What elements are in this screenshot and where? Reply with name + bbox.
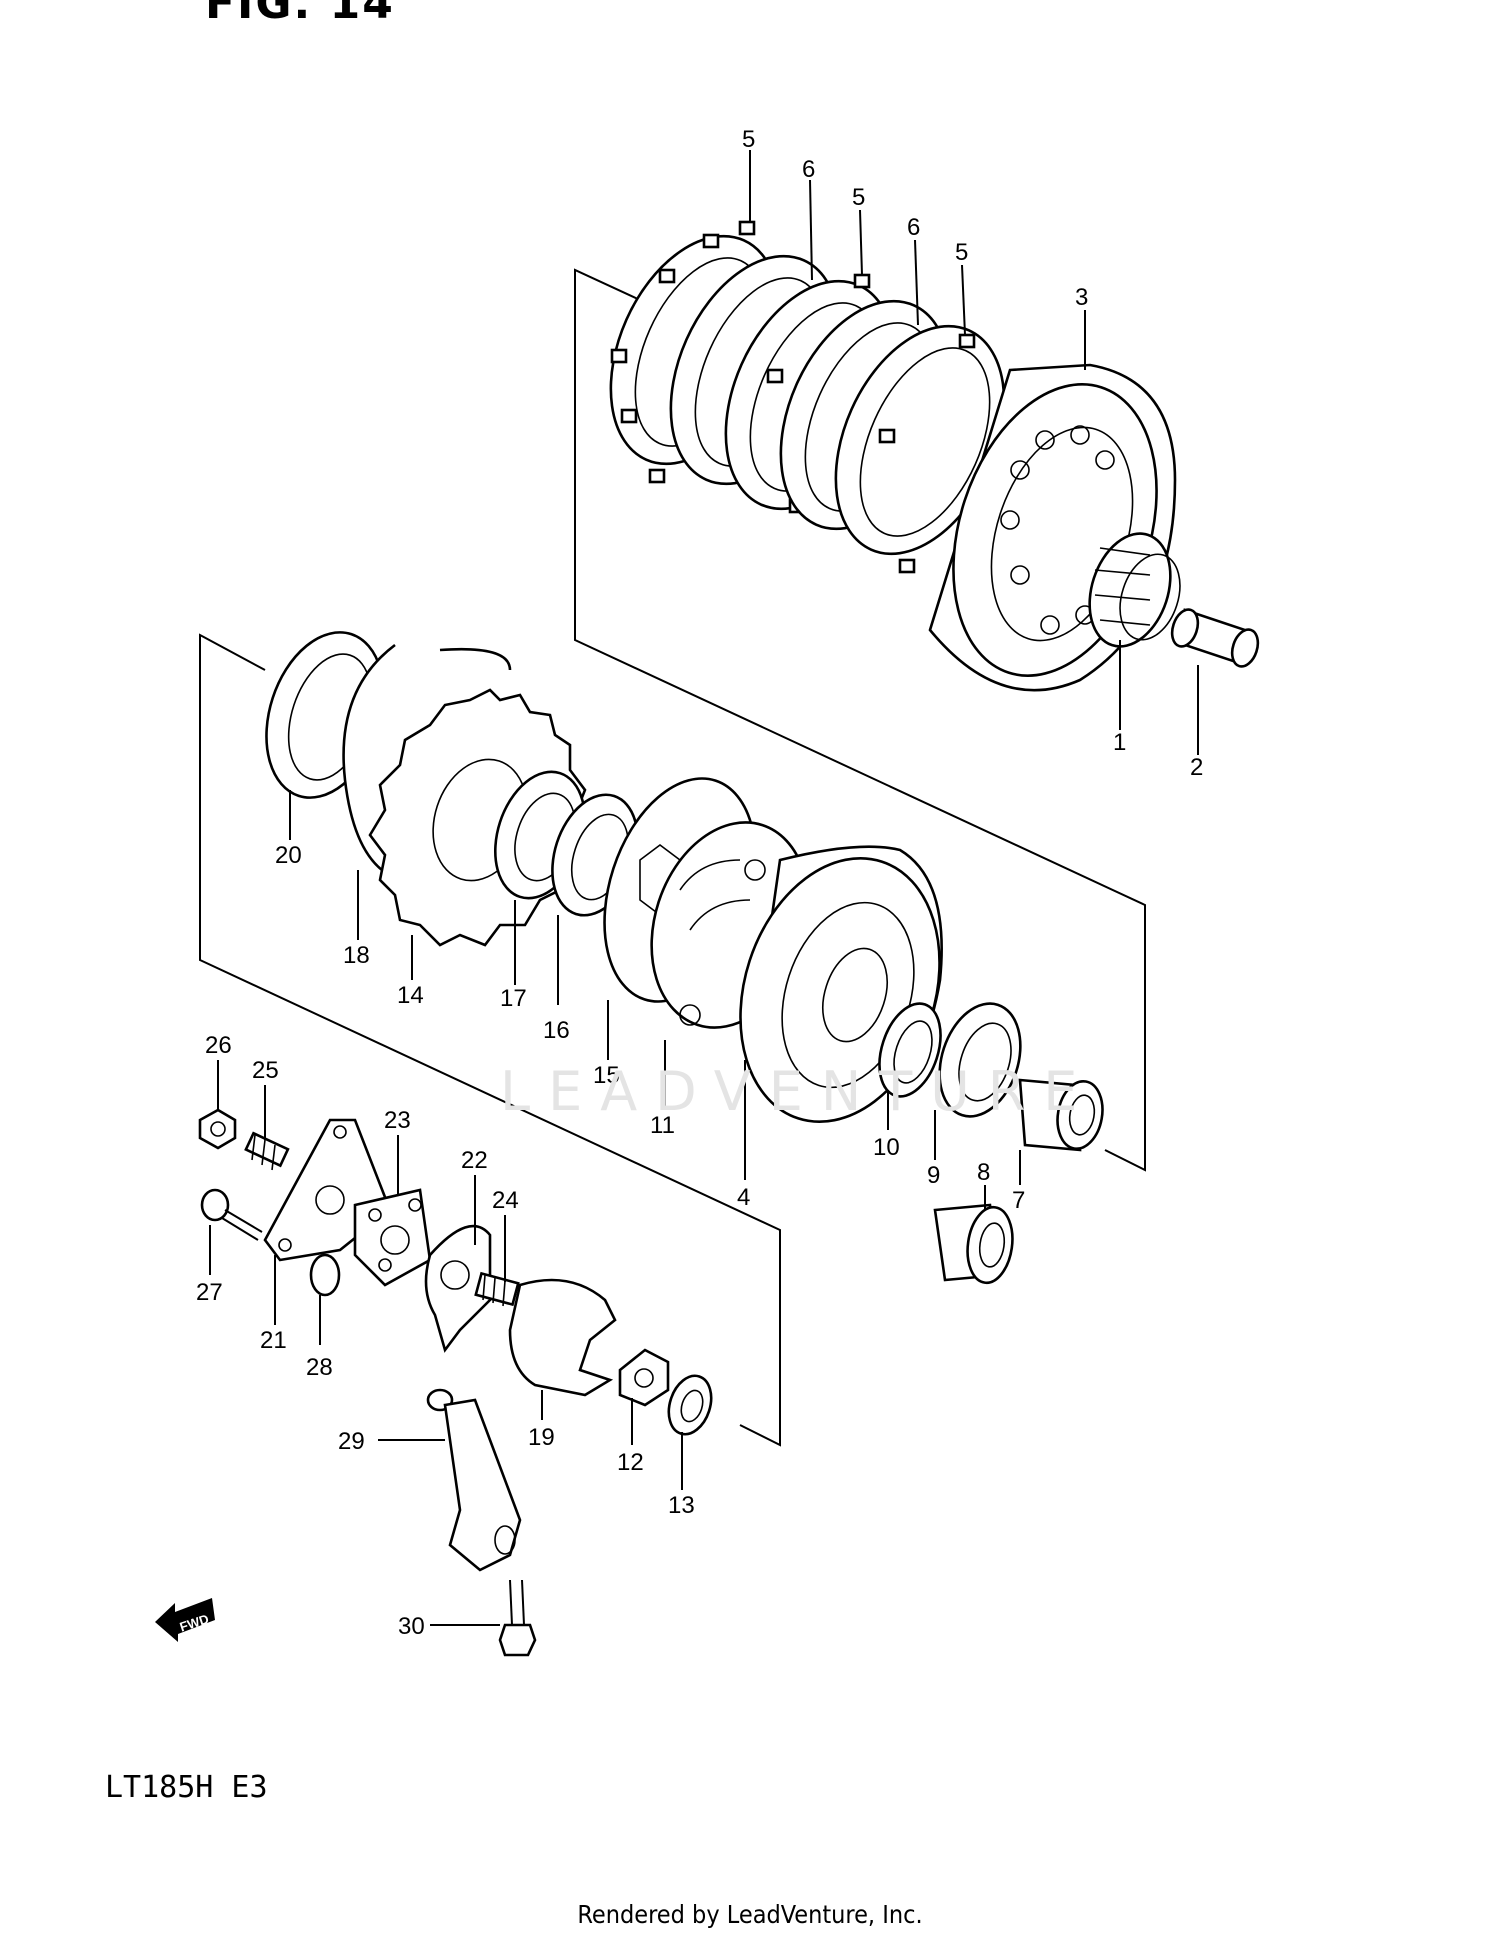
callout-20: 20 — [275, 842, 302, 869]
callout-21: 21 — [260, 1327, 287, 1354]
callout-3: 3 — [1075, 284, 1088, 311]
middle-group-bracket — [199, 633, 781, 1447]
callout-26: 26 — [205, 1032, 232, 1059]
callout-5c: 5 — [955, 239, 968, 266]
callout-29: 29 — [338, 1428, 365, 1455]
cam-plate-23 — [353, 1188, 432, 1287]
footer-credit: Rendered by LeadVenture, Inc. — [577, 1900, 923, 1929]
bearing-10 — [878, 1002, 942, 1098]
washer-13 — [667, 1374, 713, 1436]
callout-30: 30 — [398, 1613, 425, 1640]
watermark: LEADVENTURE — [500, 1060, 1096, 1123]
collar-8 — [933, 1203, 1014, 1285]
callout-18: 18 — [343, 942, 370, 969]
callout-11: 11 — [650, 1112, 675, 1139]
model-code: LT185H E3 — [105, 1770, 268, 1805]
callout-5b: 5 — [852, 184, 865, 211]
callout-15: 15 — [593, 1062, 620, 1089]
callout-7: 7 — [1012, 1187, 1025, 1214]
bearing-9 — [938, 1002, 1022, 1118]
callout-22: 22 — [461, 1147, 488, 1174]
figure-title: FIG. 14 — [205, 0, 395, 29]
nut-12 — [618, 1348, 670, 1407]
callout-13: 13 — [668, 1492, 695, 1519]
primary-drive-gear — [1088, 532, 1181, 648]
callout-1: 1 — [1113, 729, 1126, 756]
collar-7 — [1018, 1078, 1104, 1152]
bolt-30 — [498, 1579, 537, 1657]
callout-10: 10 — [873, 1134, 900, 1161]
spacer-collar — [1170, 608, 1260, 668]
callout-24: 24 — [492, 1187, 519, 1214]
fwd-arrow-icon: FWD — [155, 1598, 215, 1642]
callout-17: 17 — [500, 985, 527, 1012]
nut-26 — [198, 1108, 237, 1150]
callout-numbers: 5 6 5 6 5 3 1 2 20 18 14 17 16 15 11 4 1… — [196, 126, 1203, 1640]
lever-29 — [426, 1388, 522, 1572]
callout-2: 2 — [1190, 754, 1203, 781]
guide-19 — [508, 1278, 617, 1397]
cam-22 — [424, 1224, 492, 1353]
clutch-plate-5-c — [834, 324, 1006, 574]
callout-25: 25 — [252, 1057, 279, 1084]
callout-12: 12 — [617, 1449, 644, 1476]
callout-23: 23 — [384, 1107, 411, 1134]
bolt-27 — [200, 1188, 263, 1241]
callout-14: 14 — [397, 982, 424, 1009]
stud-25 — [244, 1131, 290, 1171]
callout-19: 19 — [528, 1424, 555, 1451]
callout-27: 27 — [196, 1279, 223, 1306]
upper-group-bracket — [574, 268, 1146, 1172]
callout-8: 8 — [977, 1159, 990, 1186]
leader-lines — [209, 150, 1199, 1626]
callout-9: 9 — [927, 1162, 940, 1189]
spring-24 — [474, 1271, 520, 1307]
callout-6a: 6 — [802, 156, 815, 183]
pin-28 — [309, 1253, 341, 1297]
callout-6b: 6 — [907, 214, 920, 241]
callout-16: 16 — [543, 1017, 570, 1044]
callout-5a: 5 — [742, 126, 755, 153]
callout-28: 28 — [306, 1354, 333, 1381]
callout-4: 4 — [737, 1184, 750, 1211]
